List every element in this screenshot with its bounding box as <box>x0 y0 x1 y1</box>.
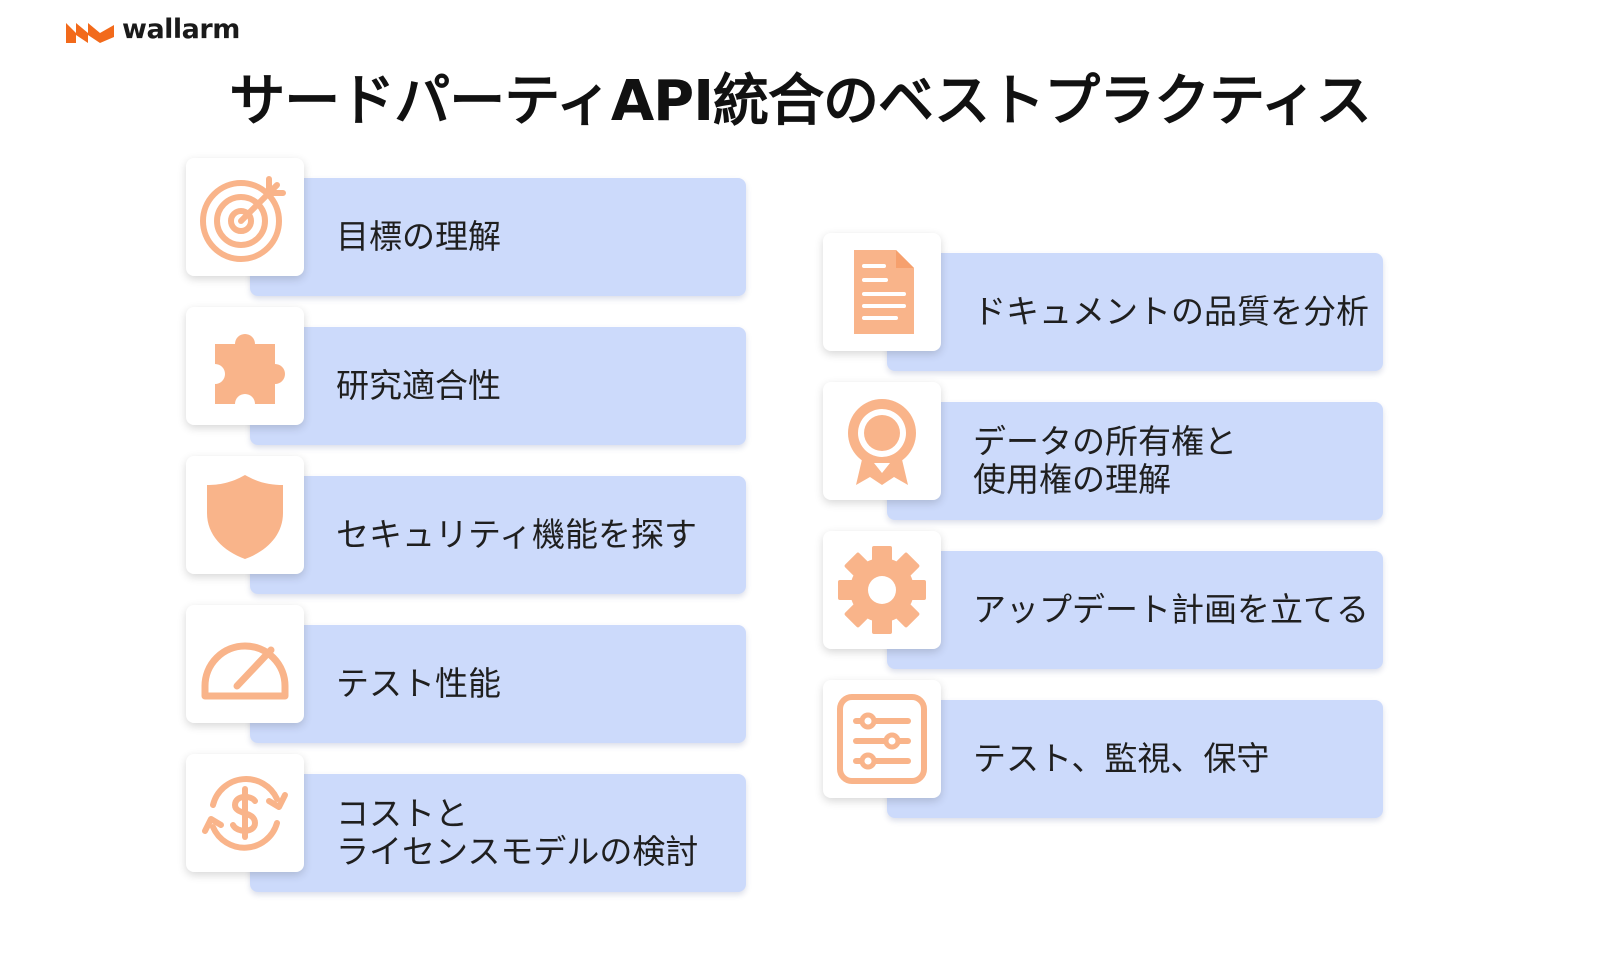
practice-item-7: データの所有権と 使用権の理解 <box>823 382 1383 522</box>
practice-item-2: 研究適合性 <box>186 307 746 447</box>
sliders-icon <box>837 694 927 784</box>
practice-item-9: テスト、監視、保守 <box>823 680 1383 820</box>
speedometer-icon <box>201 642 289 700</box>
page-title: サードパーティAPI統合のベストプラクティス <box>229 69 1372 134</box>
icon-tile <box>823 382 941 500</box>
icon-tile <box>186 158 304 276</box>
practice-bar <box>250 774 746 892</box>
practice-item-5: コストと ライセンスモデルの検討 <box>186 754 746 894</box>
practice-bar <box>887 551 1383 669</box>
award-icon <box>848 399 916 485</box>
practice-bar <box>250 178 746 296</box>
practice-item-8: アップデート計画を立てる <box>823 531 1383 671</box>
practice-label: 目標の理解 <box>336 217 501 256</box>
wallarm-logo-icon <box>66 22 114 43</box>
practice-item-4: テスト性能 <box>186 605 746 745</box>
practice-label: アップデート計画を立てる <box>973 590 1369 629</box>
practice-label: コストと ライセンスモデルの検討 <box>336 794 699 871</box>
practice-label: ドキュメントの品質を分析 <box>973 292 1369 331</box>
shield-icon <box>207 475 283 559</box>
practice-item-3: セキュリティ機能を探す <box>186 456 746 596</box>
practice-label: 研究適合性 <box>336 366 501 405</box>
icon-tile <box>186 307 304 425</box>
brand-logo: wallarm <box>64 14 240 45</box>
practice-item-6: ドキュメントの品質を分析 <box>823 233 1383 373</box>
practice-label: テスト、監視、保守 <box>973 739 1270 778</box>
puzzle-icon <box>215 334 285 404</box>
practice-bar <box>887 402 1383 520</box>
practice-bar <box>887 700 1383 818</box>
target-icon <box>200 176 286 262</box>
practice-bar <box>250 327 746 445</box>
icon-tile <box>823 233 941 351</box>
practice-label: セキュリティ機能を探す <box>336 515 698 554</box>
practice-bar <box>250 625 746 743</box>
icon-tile <box>823 680 941 798</box>
dollar-cycle-icon <box>202 776 288 851</box>
gear-icon <box>838 546 926 634</box>
practice-label: テスト性能 <box>336 664 501 703</box>
icon-tile <box>823 531 941 649</box>
practice-item-1: 目標の理解 <box>186 158 746 298</box>
practice-bar <box>887 253 1383 371</box>
icon-tile <box>186 605 304 723</box>
icon-tile <box>186 456 304 574</box>
document-icon <box>854 250 914 334</box>
brand-name: wallarm <box>122 14 240 45</box>
practice-label: データの所有権と 使用権の理解 <box>973 422 1237 499</box>
practice-bar <box>250 476 746 594</box>
icon-tile <box>186 754 304 872</box>
